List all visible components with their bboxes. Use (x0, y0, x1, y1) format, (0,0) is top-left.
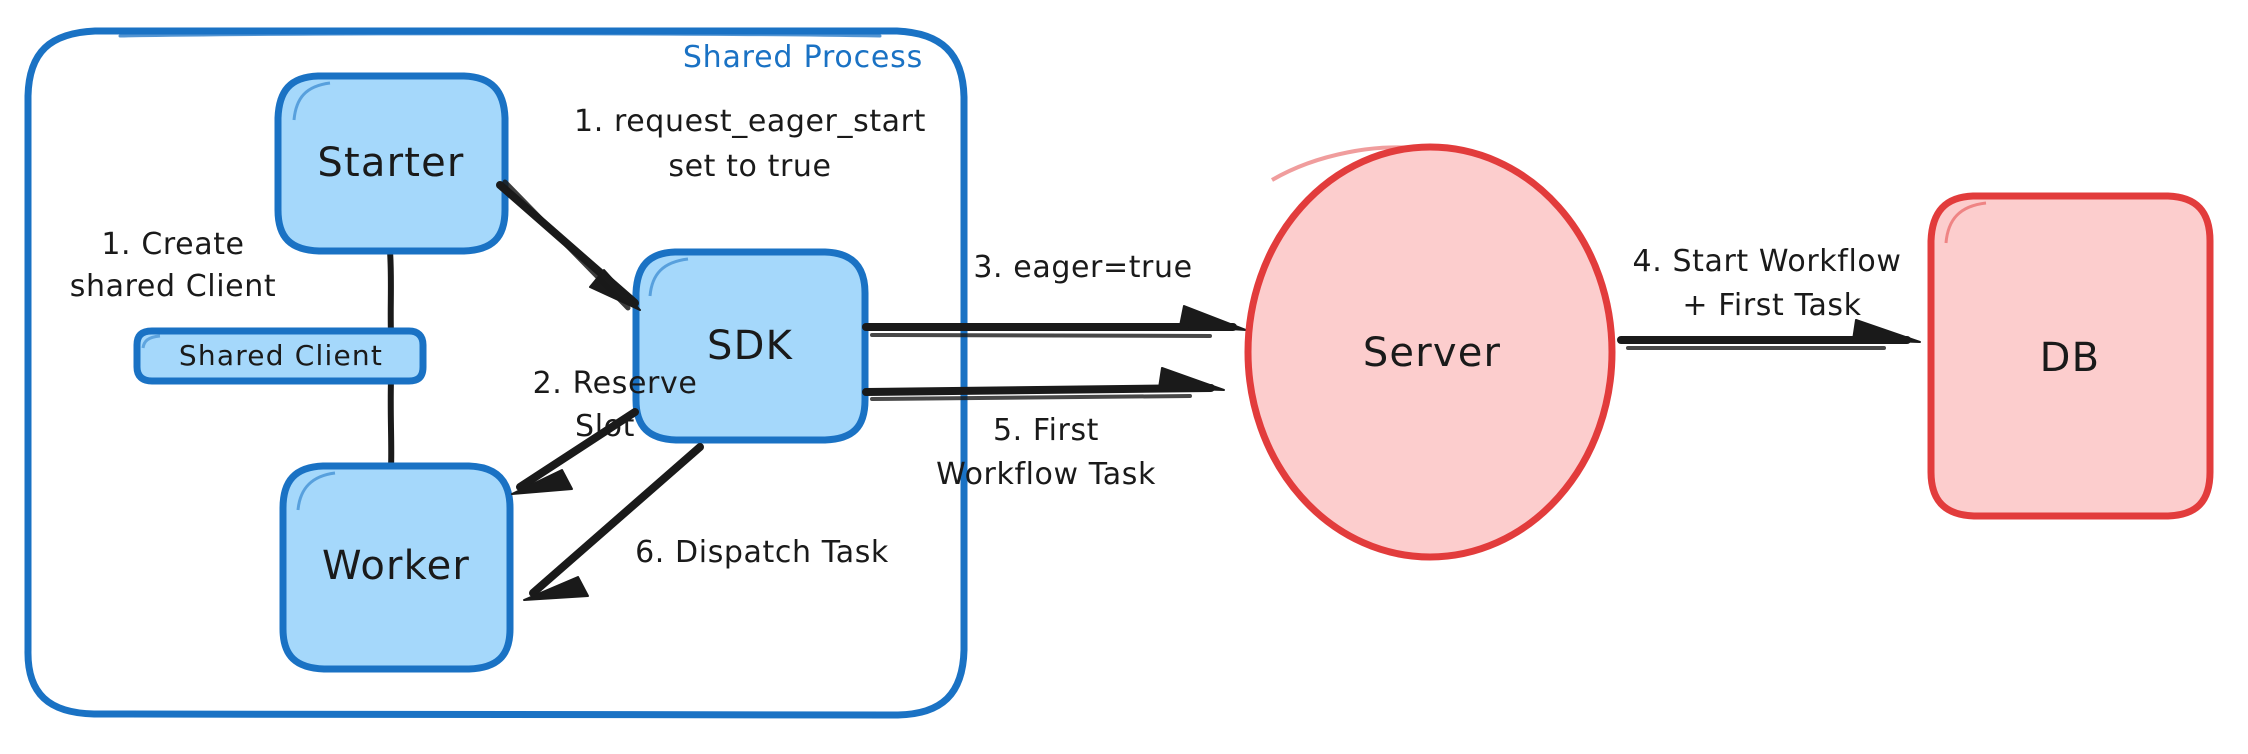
sdk-to-worker-dispatch-arrowhead (523, 576, 589, 601)
sdk-to-worker-reserve-arrowhead (511, 469, 573, 495)
edge-label-eager-true: 3. eager=true (973, 250, 1192, 285)
edge-eager-true: 3. eager=true (862, 250, 1247, 338)
sdk-to-server-eager-arrowhead (1179, 305, 1247, 331)
sdk-to-server-eager-line-sketch (870, 333, 1212, 338)
starter-label: Starter (317, 140, 464, 186)
worker-shape-sketch (296, 471, 336, 511)
server-label: Server (1363, 330, 1501, 376)
server-shape-sketch (1270, 145, 1411, 182)
node-db[interactable]: DB (1927, 192, 2214, 520)
shared-client-label: Shared Client (179, 339, 383, 372)
edge-label-create-shared-client-line2: shared Client (70, 269, 276, 304)
db-label: DB (2040, 335, 2101, 381)
sdk-shape-sketch (648, 257, 689, 297)
node-shared-client[interactable]: Shared Client (133, 327, 427, 385)
edge-start-workflow: 4. Start Workflow + First Task (1617, 244, 1921, 350)
edge-label-first-workflow-task-line1: 5. First (993, 413, 1099, 448)
node-server[interactable]: Server (1244, 143, 1616, 561)
db-shape-sketch (1944, 201, 1987, 244)
edge-label-reserve-slot-line2: Slot (575, 409, 635, 444)
edge-label-reserve-slot-line1: 2. Reserve (533, 366, 698, 401)
edge-create-shared-client: 1. Create shared Client (70, 227, 395, 471)
node-sdk[interactable]: SDK (632, 248, 869, 444)
shared-process-border (24, 27, 968, 719)
node-starter[interactable]: Starter (274, 72, 509, 255)
sdk-to-server-first-task-line-sketch (870, 394, 1192, 401)
edge-label-first-workflow-task-line2: Workflow Task (936, 457, 1156, 492)
starter-shape (274, 72, 509, 255)
starter-shape-sketch (292, 81, 331, 121)
starter-to-shared-client-line (387, 248, 394, 336)
sdk-to-server-first-task-arrowhead (1158, 367, 1225, 391)
worker-label: Worker (322, 543, 470, 589)
edge-label-start-workflow-line2: + First Task (1682, 288, 1861, 323)
server-to-db-arrowhead (1852, 319, 1921, 343)
shared-client-to-worker-line (387, 377, 395, 471)
edge-request-eager-start: 1. request_eager_start set to true (496, 104, 926, 311)
edge-dispatch-task: 6. Dispatch Task (523, 443, 889, 601)
sdk-to-server-first-task-line (862, 384, 1215, 396)
shared-client-shape (133, 327, 427, 385)
edge-label-request-eager-start-line2: set to true (668, 149, 831, 184)
shared-process-border-sketch (118, 32, 882, 38)
shared-process-group: Shared Process (24, 27, 968, 719)
server-shape (1244, 143, 1616, 561)
shared-process-title: Shared Process (683, 40, 923, 75)
db-shape (1927, 192, 2214, 520)
starter-to-sdk-line-sketch (502, 179, 631, 311)
sdk-shape (632, 248, 869, 444)
sdk-label: SDK (707, 323, 794, 369)
node-worker[interactable]: Worker (279, 462, 514, 673)
edge-label-start-workflow-line1: 4. Start Workflow (1633, 244, 1902, 279)
edge-label-request-eager-start-line1: 1. request_eager_start (574, 104, 926, 139)
edge-first-workflow-task: 5. First Workflow Task (862, 367, 1225, 492)
sdk-to-worker-reserve-line (516, 408, 639, 491)
edge-reserve-slot: 2. Reserve Slot (511, 366, 698, 495)
edge-label-create-shared-client-line1: 1. Create (101, 227, 244, 262)
edge-label-dispatch-task: 6. Dispatch Task (635, 535, 889, 570)
worker-shape (279, 462, 514, 673)
sdk-to-worker-dispatch-line (529, 443, 704, 597)
shared-client-shape-sketch (141, 334, 161, 349)
